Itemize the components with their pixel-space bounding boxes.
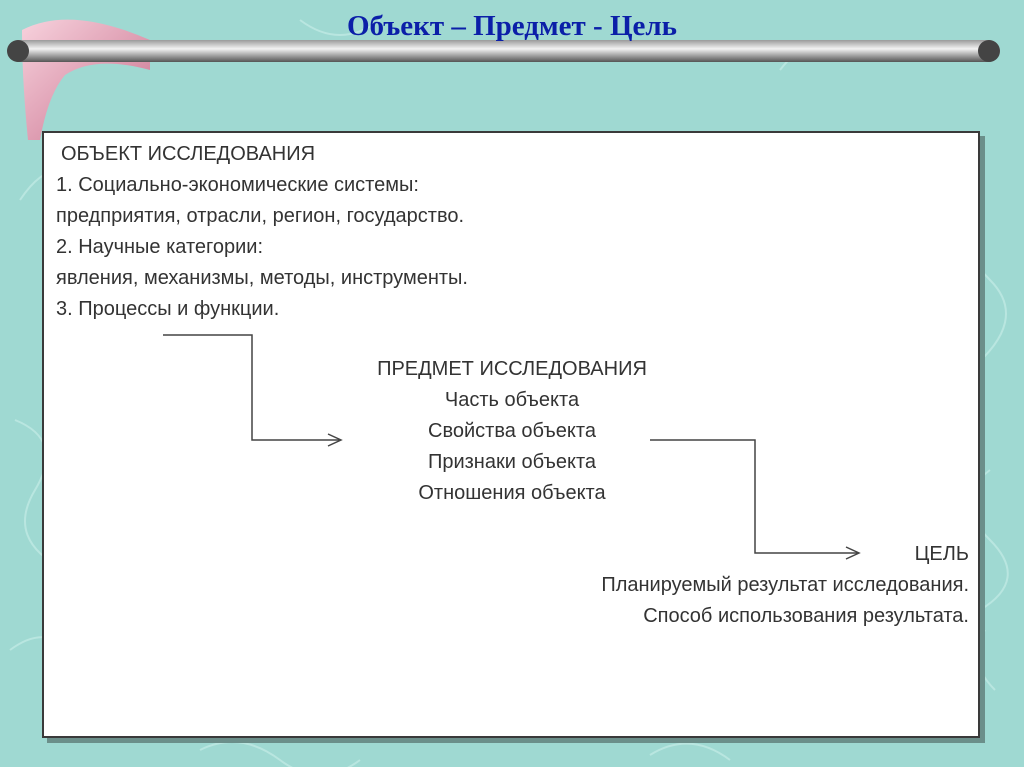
arrow-subject-to-goal — [650, 439, 858, 554]
subject-block: ПРЕДМЕТ ИССЛЕДОВАНИЯ Часть объекта Свойс… — [362, 354, 662, 509]
slide-title: Объект – Предмет - Цель — [347, 10, 677, 42]
goal-line: Планируемый результат исследования. — [601, 574, 969, 596]
goal-line: Способ использования результата. — [643, 605, 969, 627]
arrow-object-to-subject — [163, 334, 340, 441]
object-line: явления, механизмы, методы, инструменты. — [56, 267, 468, 289]
object-heading: ОБЪЕКТ ИССЛЕДОВАНИЯ — [61, 143, 316, 165]
object-line: 1. Социально-экономические системы: — [56, 174, 419, 196]
subject-line: Отношения объекта — [418, 482, 606, 504]
subject-line: Часть объекта — [444, 389, 580, 411]
header-decoration — [7, 19, 1000, 140]
goal-block: ЦЕЛЬ Планируемый результат исследования.… — [601, 539, 969, 632]
goal-heading: ЦЕЛЬ — [914, 543, 969, 565]
header-rod — [8, 40, 1000, 62]
subject-line: Признаки объекта — [427, 451, 597, 473]
object-line: 2. Научные категории: — [56, 236, 264, 258]
object-line: 3. Процессы и функции. — [56, 298, 280, 320]
subject-line: Свойства объекта — [428, 420, 596, 442]
object-line: предприятия, отрасли, регион, государств… — [56, 205, 465, 227]
object-block: ОБЪЕКТ ИССЛЕДОВАНИЯ 1. Социально-экономи… — [56, 139, 468, 325]
content-panel — [42, 131, 980, 738]
subject-heading: ПРЕДМЕТ ИССЛЕДОВАНИЯ — [377, 358, 647, 380]
